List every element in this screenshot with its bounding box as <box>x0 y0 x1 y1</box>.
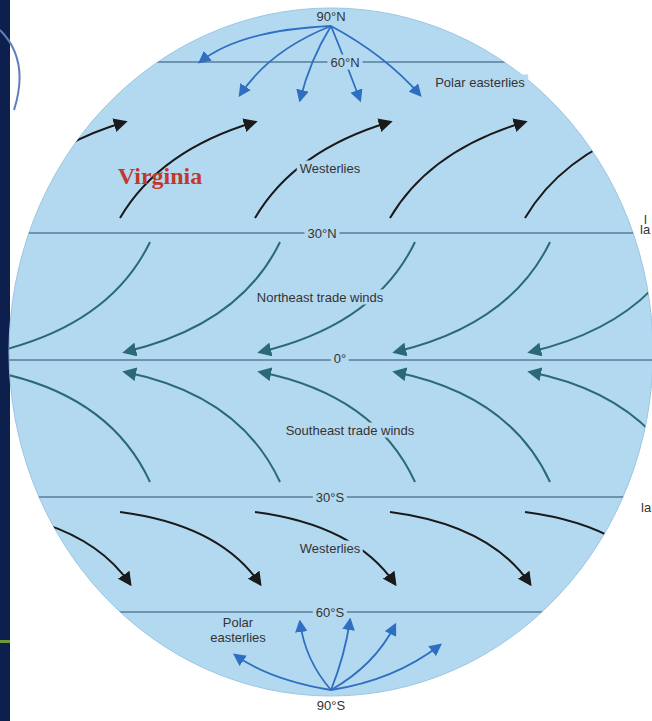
wind-arrow <box>390 512 530 584</box>
wind-arrow <box>120 512 260 584</box>
wind-arrow <box>331 625 395 690</box>
wind-arrow <box>0 122 125 218</box>
wind-name: Southeast trade winds <box>283 423 418 438</box>
wind-name: Polar easterlies <box>204 615 272 645</box>
wind-arrow <box>530 372 652 482</box>
latitude-label: 60°N <box>327 55 362 70</box>
wind-name: Westerlies <box>297 161 363 176</box>
wind-arrow <box>395 372 550 482</box>
latitude-line <box>0 360 652 361</box>
decor-line <box>0 640 10 643</box>
wind-arrow <box>125 372 280 482</box>
wind-arrow <box>525 122 652 218</box>
latitude-line <box>0 62 652 63</box>
side-band <box>0 0 10 721</box>
wind-arrow <box>255 122 390 218</box>
decor-curve <box>0 30 20 110</box>
wind-name: Northeast trade winds <box>254 290 386 305</box>
wind-arrow <box>200 26 331 62</box>
cut-label: la <box>640 222 650 237</box>
latitude-label: 30°S <box>313 490 347 505</box>
wind-arrow <box>255 512 395 584</box>
wind-arrow <box>395 242 550 352</box>
pole-label: 90°N <box>313 9 348 24</box>
place-name: Virginia <box>115 163 205 189</box>
wind-arrow <box>525 512 652 584</box>
wind-arrow <box>0 372 150 482</box>
wind-arrow <box>331 645 440 690</box>
wind-arrow <box>300 26 331 100</box>
wind-arrow <box>300 622 331 690</box>
cut-label: la <box>641 500 651 515</box>
wind-arrow <box>240 26 331 95</box>
wind-arrow <box>0 242 150 352</box>
latitude-label: 60°S <box>313 605 347 620</box>
latitude-label: 30°N <box>304 226 339 241</box>
latitude-label: 0° <box>331 351 349 366</box>
globe <box>9 8 652 696</box>
pole-label: 90°S <box>314 698 348 713</box>
wind-arrow <box>0 512 130 584</box>
wind-arrow <box>235 655 331 690</box>
wind-name: Polar easterlies <box>432 75 528 90</box>
wind-arrow <box>530 242 652 352</box>
wind-name: Westerlies <box>297 541 363 556</box>
wind-arrow <box>390 122 525 218</box>
